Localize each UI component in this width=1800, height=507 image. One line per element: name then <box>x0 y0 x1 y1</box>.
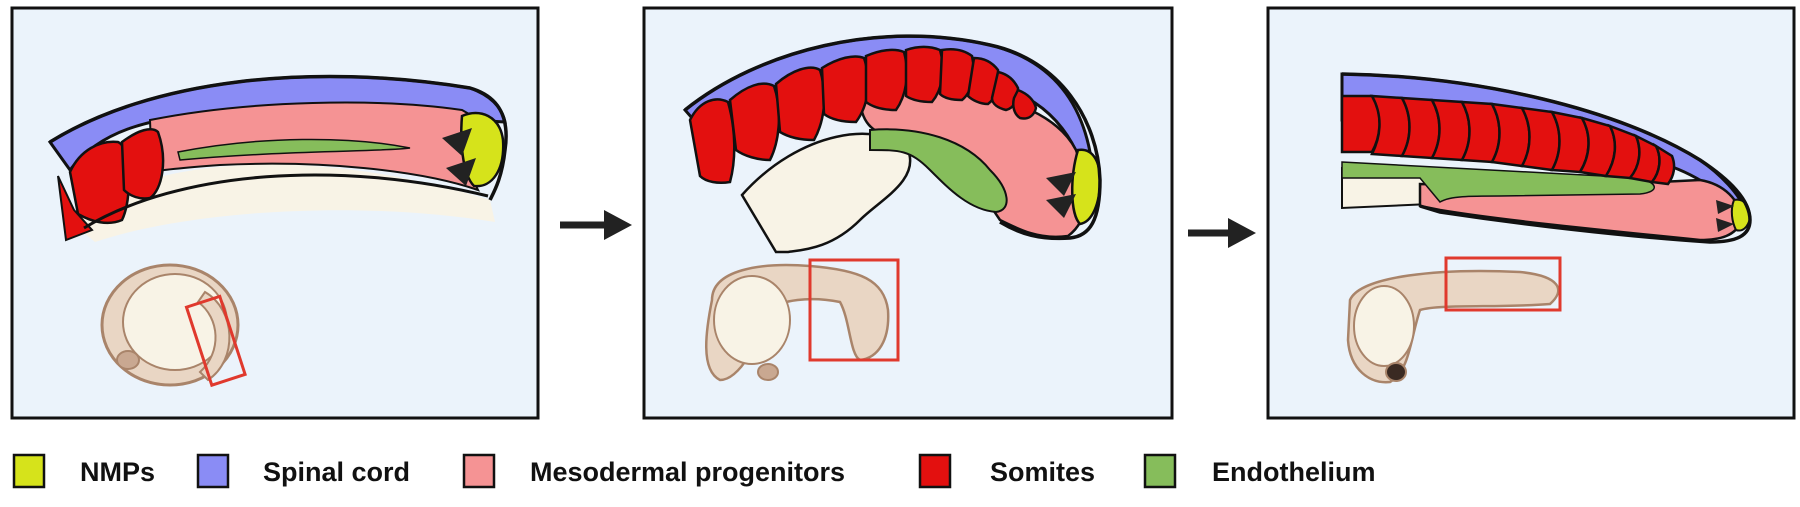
highlight-box <box>808 258 900 362</box>
somite <box>688 98 736 184</box>
arrowhead-icon <box>1046 194 1076 218</box>
embryo-yolk <box>1353 285 1415 367</box>
dorsal-outline <box>683 34 1102 241</box>
legend-item-spinal-cord: Spinal cord <box>196 453 410 489</box>
ventral-outline <box>83 173 489 230</box>
somite <box>774 66 826 142</box>
highlight-box <box>1444 256 1562 312</box>
legend-swatch <box>918 453 952 489</box>
legend-label: Spinal cord <box>263 457 410 487</box>
somite <box>1012 88 1038 120</box>
arrow-right-icon <box>604 210 632 240</box>
nmps-region <box>1070 148 1102 226</box>
migration-arrows <box>1046 172 1076 218</box>
embryo-eye <box>757 363 779 381</box>
somites-group <box>57 128 165 242</box>
somites-group <box>1340 94 1676 186</box>
embryo-eye <box>1385 362 1407 382</box>
legend-swatch <box>462 453 496 489</box>
somite <box>1649 142 1676 186</box>
arrowhead-icon <box>1716 218 1734 232</box>
yolk <box>740 132 912 254</box>
embryo-eye <box>116 350 140 370</box>
migration-arrows <box>1716 200 1734 232</box>
legend-item-nmps: NMPs <box>12 453 155 489</box>
legend-swatch <box>12 453 46 489</box>
somite <box>120 128 165 200</box>
migration-arrows <box>442 128 476 186</box>
highlight-box <box>184 294 247 388</box>
legend-item-mesodermal-progenitors: Mesodermal progenitors <box>462 453 845 489</box>
somite <box>904 45 944 104</box>
embryo-yolk <box>713 275 791 365</box>
panel-late-stage <box>1266 6 1796 420</box>
dorsal-outline <box>49 74 508 201</box>
legend-swatch <box>1143 453 1177 489</box>
progression-arrow <box>560 210 632 240</box>
progression-arrow <box>1188 218 1256 248</box>
yolk <box>66 164 495 242</box>
somite <box>1340 94 1381 154</box>
arrowhead-icon <box>1716 200 1734 214</box>
legend: NMPs Spinal cord Mesodermal progenitors … <box>12 453 1376 489</box>
legend-label: Endothelium <box>1212 457 1376 487</box>
small-embryo-middle <box>705 258 900 382</box>
endothelium-region <box>177 138 411 161</box>
legend-label: NMPs <box>80 457 155 487</box>
somite <box>57 175 94 242</box>
legend-item-somites: Somites <box>918 453 1095 489</box>
endothelium-region <box>869 128 1008 214</box>
arrowhead-icon <box>446 158 476 186</box>
arrow-right-icon <box>1228 218 1256 248</box>
legend-item-endothelium: Endothelium <box>1143 453 1376 489</box>
small-embryo-early <box>100 263 247 388</box>
somite <box>864 48 908 112</box>
legend-swatch <box>196 453 230 489</box>
panel-middle-stage <box>642 6 1174 420</box>
panel-early-stage <box>10 6 540 420</box>
somites-group <box>688 45 1038 184</box>
legend-label: Mesodermal progenitors <box>530 457 845 487</box>
arrowhead-icon <box>1046 172 1076 196</box>
dorsal-outline <box>1341 72 1752 244</box>
arrowhead-icon <box>442 128 472 156</box>
somite <box>728 82 781 162</box>
small-embryo-late <box>1346 256 1562 384</box>
somite <box>820 55 870 124</box>
legend-label: Somites <box>990 457 1095 487</box>
